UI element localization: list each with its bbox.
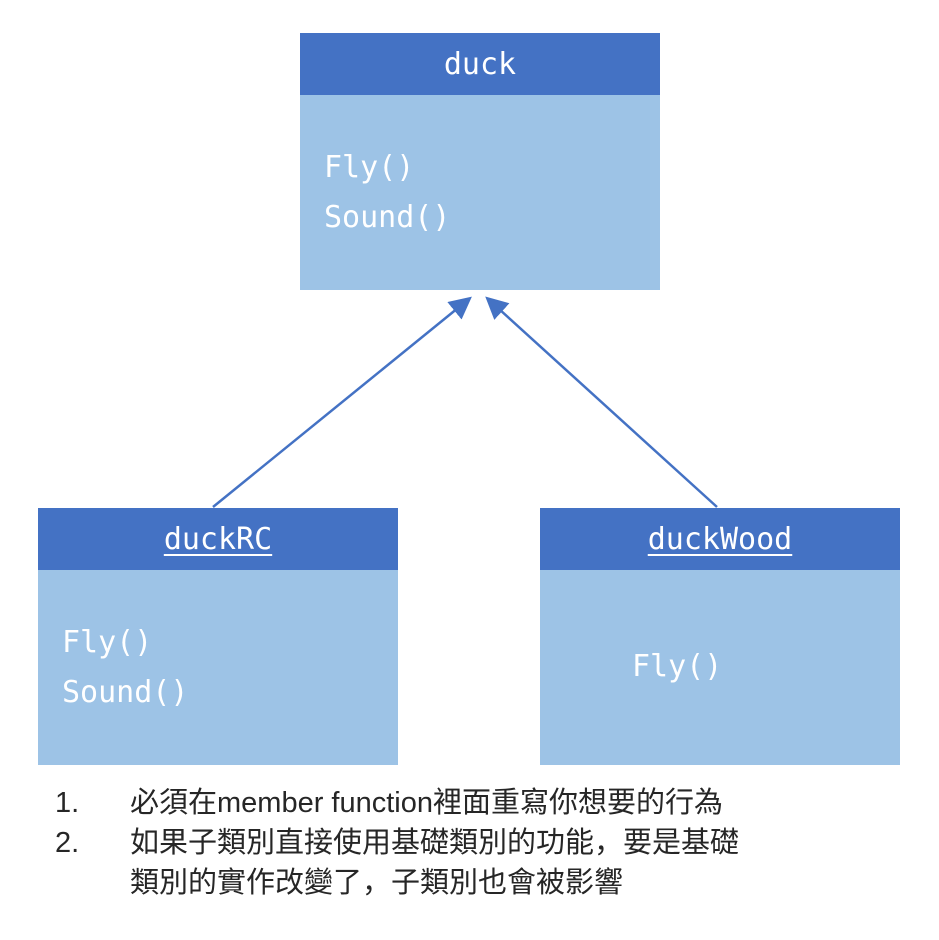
class-methods-duckwood: Fly() bbox=[540, 570, 900, 765]
note-text: 如果子類別直接使用基礎類別的功能，要是基礎類別的實作改變了，子類別也會被影響 bbox=[130, 827, 740, 899]
class-title-duckwood: duckWood bbox=[540, 508, 900, 570]
note-item-1: 1. 必須在member function裡面重寫你想要的行為 bbox=[55, 783, 895, 823]
method-line: Sound() bbox=[324, 200, 451, 235]
method-line: Sound() bbox=[62, 675, 189, 710]
class-title-text: duck bbox=[443, 46, 517, 82]
class-title-text: duckWood bbox=[647, 521, 793, 557]
note-item-2: 2. 如果子類別直接使用基礎類別的功能，要是基礎類別的實作改變了，子類別也會被影… bbox=[55, 823, 895, 903]
class-methods-duckrc: Fly() Sound() bbox=[38, 570, 398, 765]
method-line: Fly() bbox=[324, 150, 415, 185]
method-line: Fly() bbox=[62, 625, 153, 660]
class-title-duckrc: duckRC bbox=[38, 508, 398, 570]
class-methods-duck: Fly() Sound() bbox=[300, 95, 660, 290]
inheritance-arrow-left bbox=[212, 296, 472, 508]
notes-list: 1. 必須在member function裡面重寫你想要的行為 2. 如果子類別… bbox=[55, 783, 895, 903]
note-text: 必須在member function裡面重寫你想要的行為 bbox=[130, 787, 723, 819]
note-number: 1. bbox=[55, 787, 80, 819]
method-line: Fly() bbox=[632, 649, 723, 684]
class-box-duck: duck Fly() Sound() bbox=[300, 33, 660, 290]
class-box-duckrc: duckRC Fly() Sound() bbox=[38, 508, 398, 765]
class-title-duck: duck bbox=[300, 33, 660, 95]
class-title-text: duckRC bbox=[163, 521, 273, 557]
inheritance-arrow-right bbox=[485, 296, 718, 508]
note-number: 2. bbox=[55, 827, 80, 859]
class-box-duckwood: duckWood Fly() bbox=[540, 508, 900, 765]
